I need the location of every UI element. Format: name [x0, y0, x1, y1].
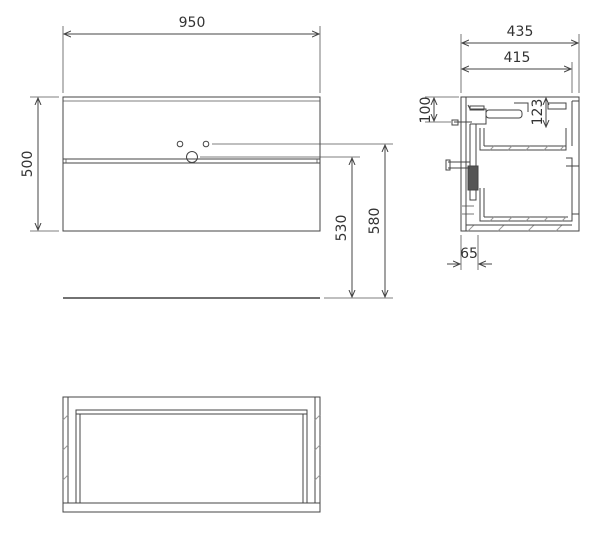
dimension-100: 100 [418, 97, 434, 124]
front-hole-left [176, 140, 184, 148]
dimension-435: 435 [507, 24, 534, 40]
dimension-530: 530 [334, 215, 350, 242]
bottom-panel-hatch [467, 224, 563, 232]
top-view [62, 396, 321, 513]
lower-front-panel [571, 165, 580, 215]
dimension-950: 950 [179, 15, 206, 31]
front-cabinet-body [62, 96, 321, 232]
top-outer [62, 396, 321, 513]
front-siphon-hole [186, 151, 198, 163]
top-drawer-box [75, 409, 308, 504]
side-cabinet-outer [460, 96, 580, 232]
upper-drawer-outline [479, 128, 567, 151]
siphon [445, 102, 567, 215]
front-hole-right [202, 140, 210, 148]
dimension-580: 580 [367, 208, 383, 235]
lower-drawer-hatch [489, 216, 567, 222]
front-view: 950 500 530 580 [20, 15, 393, 299]
lower-drawer-front [566, 157, 573, 167]
dimension-123: 123 [530, 99, 546, 126]
top-side-hatch [62, 414, 321, 481]
lower-drawer-outline [479, 166, 573, 222]
wall-pipe-connector [467, 165, 479, 191]
dimension-415: 415 [504, 50, 531, 66]
upper-drawer-hatch [489, 145, 565, 151]
side-section-view: 435 415 [418, 24, 580, 270]
dimension-65: 65 [460, 246, 478, 262]
dimension-500: 500 [20, 151, 36, 178]
